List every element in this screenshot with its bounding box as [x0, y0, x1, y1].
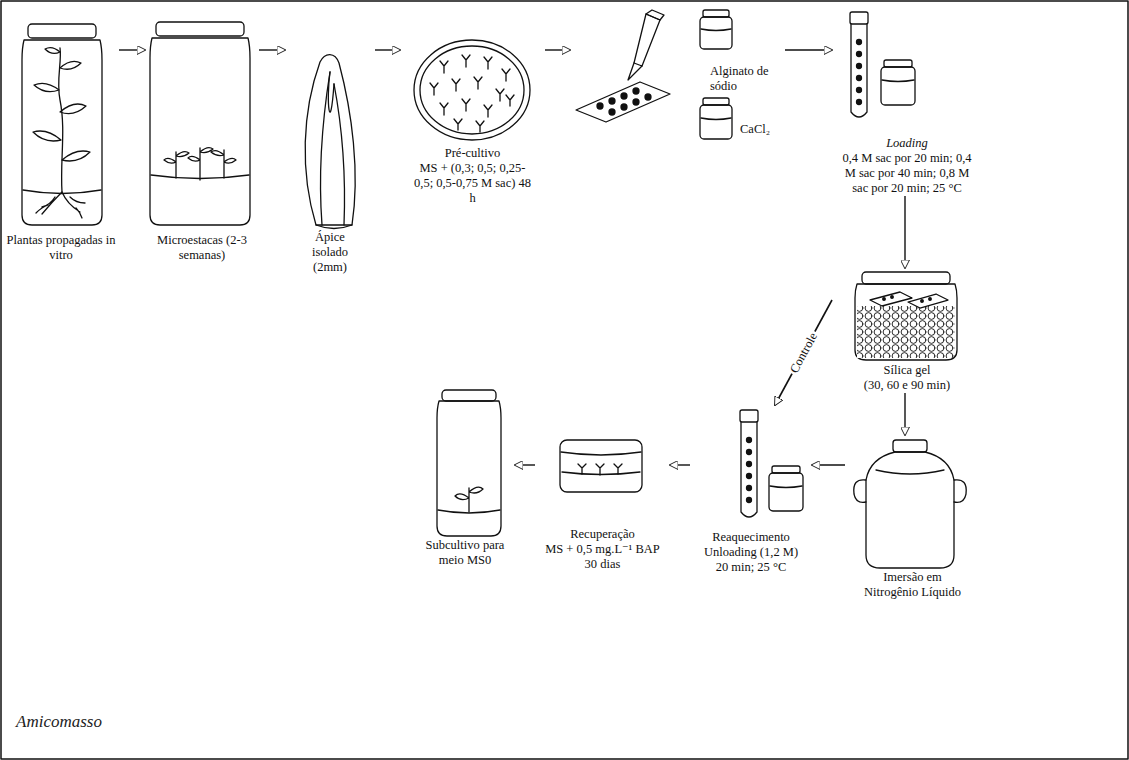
petri-dish	[414, 40, 530, 140]
step-caption: Pré-cultivo	[410, 146, 535, 161]
step-caption: Unloading (1,2 M) 20 min; 25 °C	[699, 545, 804, 575]
flow-arrow	[904, 196, 905, 268]
flow-arrow	[515, 464, 535, 465]
process-step: Loading0,4 M sac por 20 min; 0,4 M sac p…	[832, 8, 982, 196]
process-step: Pré-cultivoMS + (0,3; 0,5; 0,25-0,5; 0,5…	[400, 38, 545, 206]
tube-and-jar	[850, 12, 915, 117]
encapsulation-drawing	[576, 10, 732, 139]
flow-arrow	[119, 49, 145, 50]
step-caption: Microestacas (2-3 semanas)	[147, 233, 257, 263]
jar-subculture	[437, 390, 501, 536]
dewar	[854, 440, 967, 568]
flow-arrow	[259, 49, 285, 50]
silica-gel-jar	[855, 272, 957, 360]
step-caption: MS + 0,5 mg.L⁻¹ BAP 30 dias	[540, 542, 665, 572]
flow-arrow	[785, 49, 832, 50]
step-caption: Imersão em Nitrogênio Líquido	[858, 570, 968, 600]
signature: Amicomasso	[16, 712, 102, 732]
step-caption: CaCl₂	[740, 122, 785, 137]
step-caption: Reaquecimento	[699, 530, 804, 545]
process-step: Microestacas (2-3 semanas)	[145, 18, 259, 263]
process-step: Ápice isolado (2mm)	[285, 40, 375, 275]
recovery-dish	[560, 440, 642, 492]
flow-arrow	[775, 300, 832, 405]
flow-arrow	[904, 393, 905, 435]
step-caption: MS + (0,3; 0,5; 0,25-0,5; 0,5-0,75 M sac…	[410, 161, 535, 206]
flow-arrow	[812, 464, 845, 465]
caption-slot: CaCl₂	[740, 122, 785, 137]
step-caption: 0,4 M sac por 20 min; 0,4 M sac por 40 m…	[842, 151, 972, 196]
process-step: RecuperaçãoMS + 0,5 mg.L⁻¹ BAP 30 dias	[535, 432, 670, 572]
caption-slot: Alginato de sódio	[710, 64, 785, 94]
tube-and-jar	[740, 410, 803, 517]
flow-arrow	[375, 49, 400, 50]
step-caption: Subcultivo para meio MS0	[418, 538, 513, 568]
jar-plant	[22, 24, 102, 225]
flow-arrow	[545, 49, 570, 50]
step-caption: Ápice isolado (2mm)	[305, 230, 355, 275]
step-caption: (30, 60 e 90 min)	[842, 378, 972, 393]
process-step: Sílica gel(30, 60 e 90 min)	[832, 268, 982, 393]
process-step: Imersão em Nitrogênio Líquido	[845, 435, 980, 600]
process-step: Alginato de sódioCaCl₂	[570, 8, 785, 148]
step-caption: Recuperação	[540, 527, 665, 542]
process-step: ReaquecimentoUnloading (1,2 M) 20 min; 2…	[690, 405, 812, 575]
jar-microcuttings	[150, 22, 250, 225]
process-step: Subcultivo para meio MS0	[415, 388, 515, 568]
process-step: Plantas propagadas in vitro	[3, 18, 119, 263]
flow-arrow	[670, 464, 690, 465]
edge-label: Controle	[786, 328, 822, 377]
apex-drawing	[305, 55, 355, 229]
step-caption: Loading	[842, 136, 972, 151]
step-caption: Sílica gel	[842, 363, 972, 378]
step-caption: Plantas propagadas in vitro	[5, 233, 117, 263]
step-caption: Alginato de sódio	[710, 64, 785, 94]
